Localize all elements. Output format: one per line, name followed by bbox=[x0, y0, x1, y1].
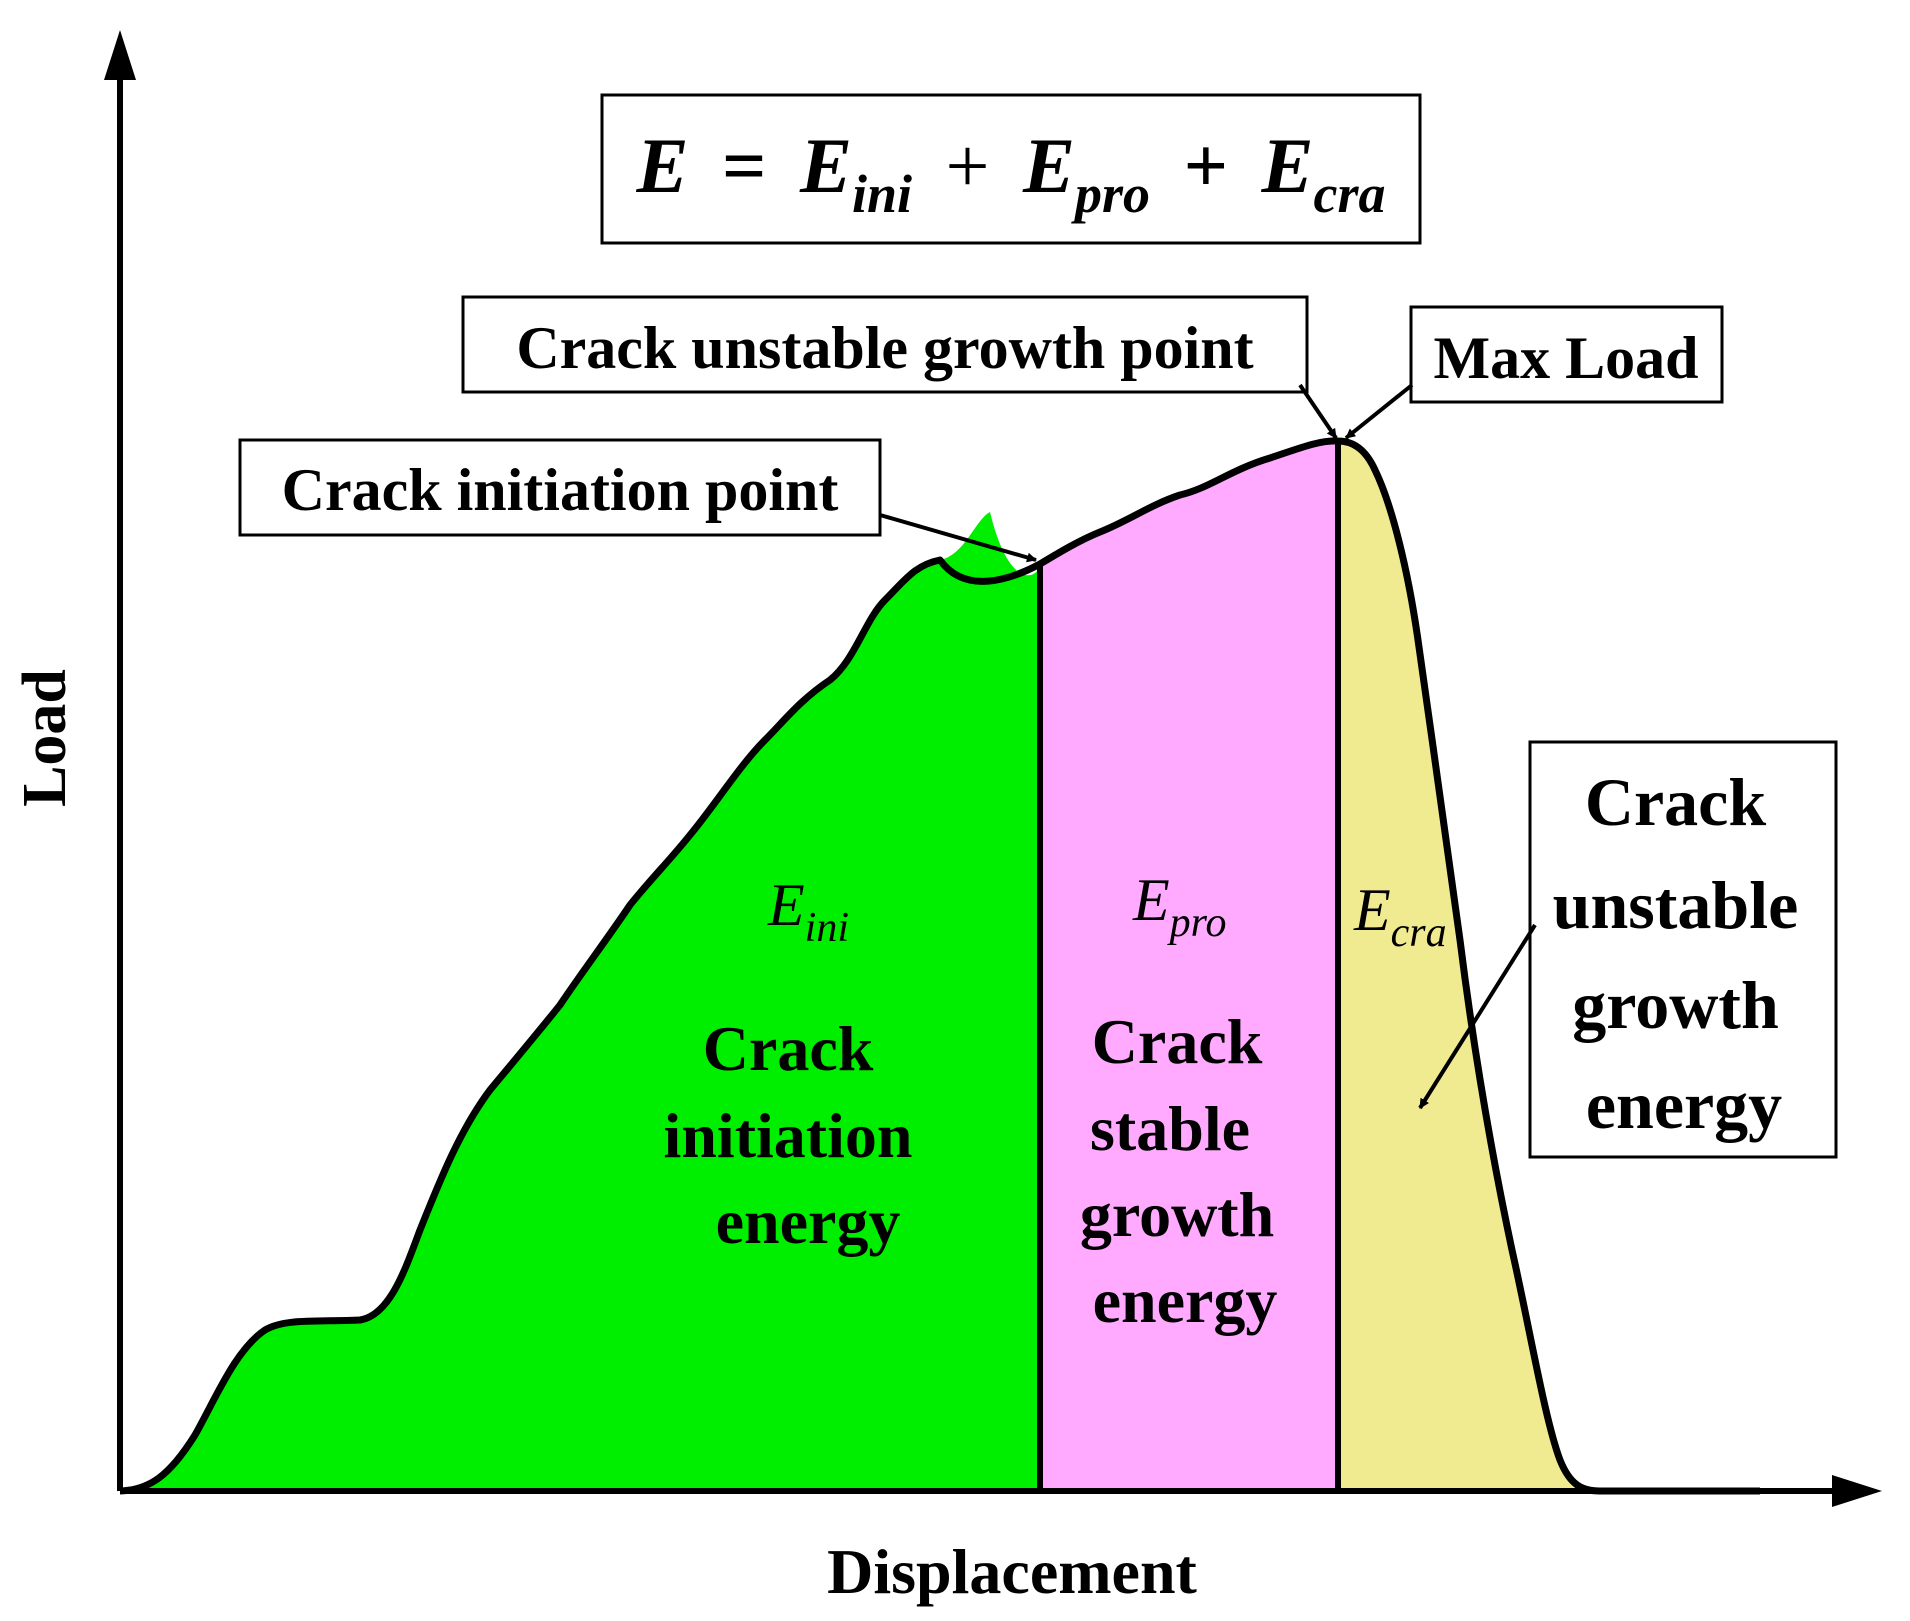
region-initiation-fill bbox=[120, 512, 1040, 1491]
unstable-point-arrow bbox=[1298, 383, 1338, 440]
initiation-point-callout: Crack initiation point bbox=[282, 457, 839, 523]
region-stable-label: Crack stable growth energy bbox=[1080, 1006, 1290, 1336]
y-axis-label: Load bbox=[11, 669, 79, 807]
region-stable-fill bbox=[1040, 440, 1338, 1492]
load-displacement-curve bbox=[119, 437, 1760, 1495]
region-unstable-fill bbox=[1338, 441, 1600, 1491]
unstable-energy-callout: Crack unstable growth energy bbox=[1553, 764, 1816, 1143]
max-load-callout-box bbox=[1409, 305, 1724, 404]
region-stable-symbol: Epro bbox=[1132, 867, 1226, 946]
region-unstable-symbol: Ecra bbox=[1353, 877, 1447, 956]
initiation-point-callout-box bbox=[238, 438, 882, 537]
unstable-energy-callout-box bbox=[1528, 740, 1838, 1159]
energy-formula: E = Eini + Epro + Ecra bbox=[635, 122, 1385, 229]
x-axis-label: Displacement bbox=[827, 1536, 1197, 1607]
initiation-point-arrow bbox=[879, 513, 1037, 563]
max-load-callout: Max Load bbox=[1433, 325, 1698, 391]
unstable-point-callout: Crack unstable growth point bbox=[516, 315, 1253, 381]
unstable-energy-arrow bbox=[1418, 923, 1537, 1110]
region-initiation-symbol: Eini bbox=[767, 872, 849, 951]
y-axis-arrow bbox=[104, 30, 136, 80]
formula-box bbox=[600, 93, 1422, 245]
unstable-point-callout-box bbox=[461, 295, 1309, 394]
x-axis-arrow bbox=[1832, 1475, 1882, 1507]
max-load-arrow bbox=[1344, 383, 1414, 440]
region-initiation-label: Crack initiation energy bbox=[664, 1013, 929, 1257]
